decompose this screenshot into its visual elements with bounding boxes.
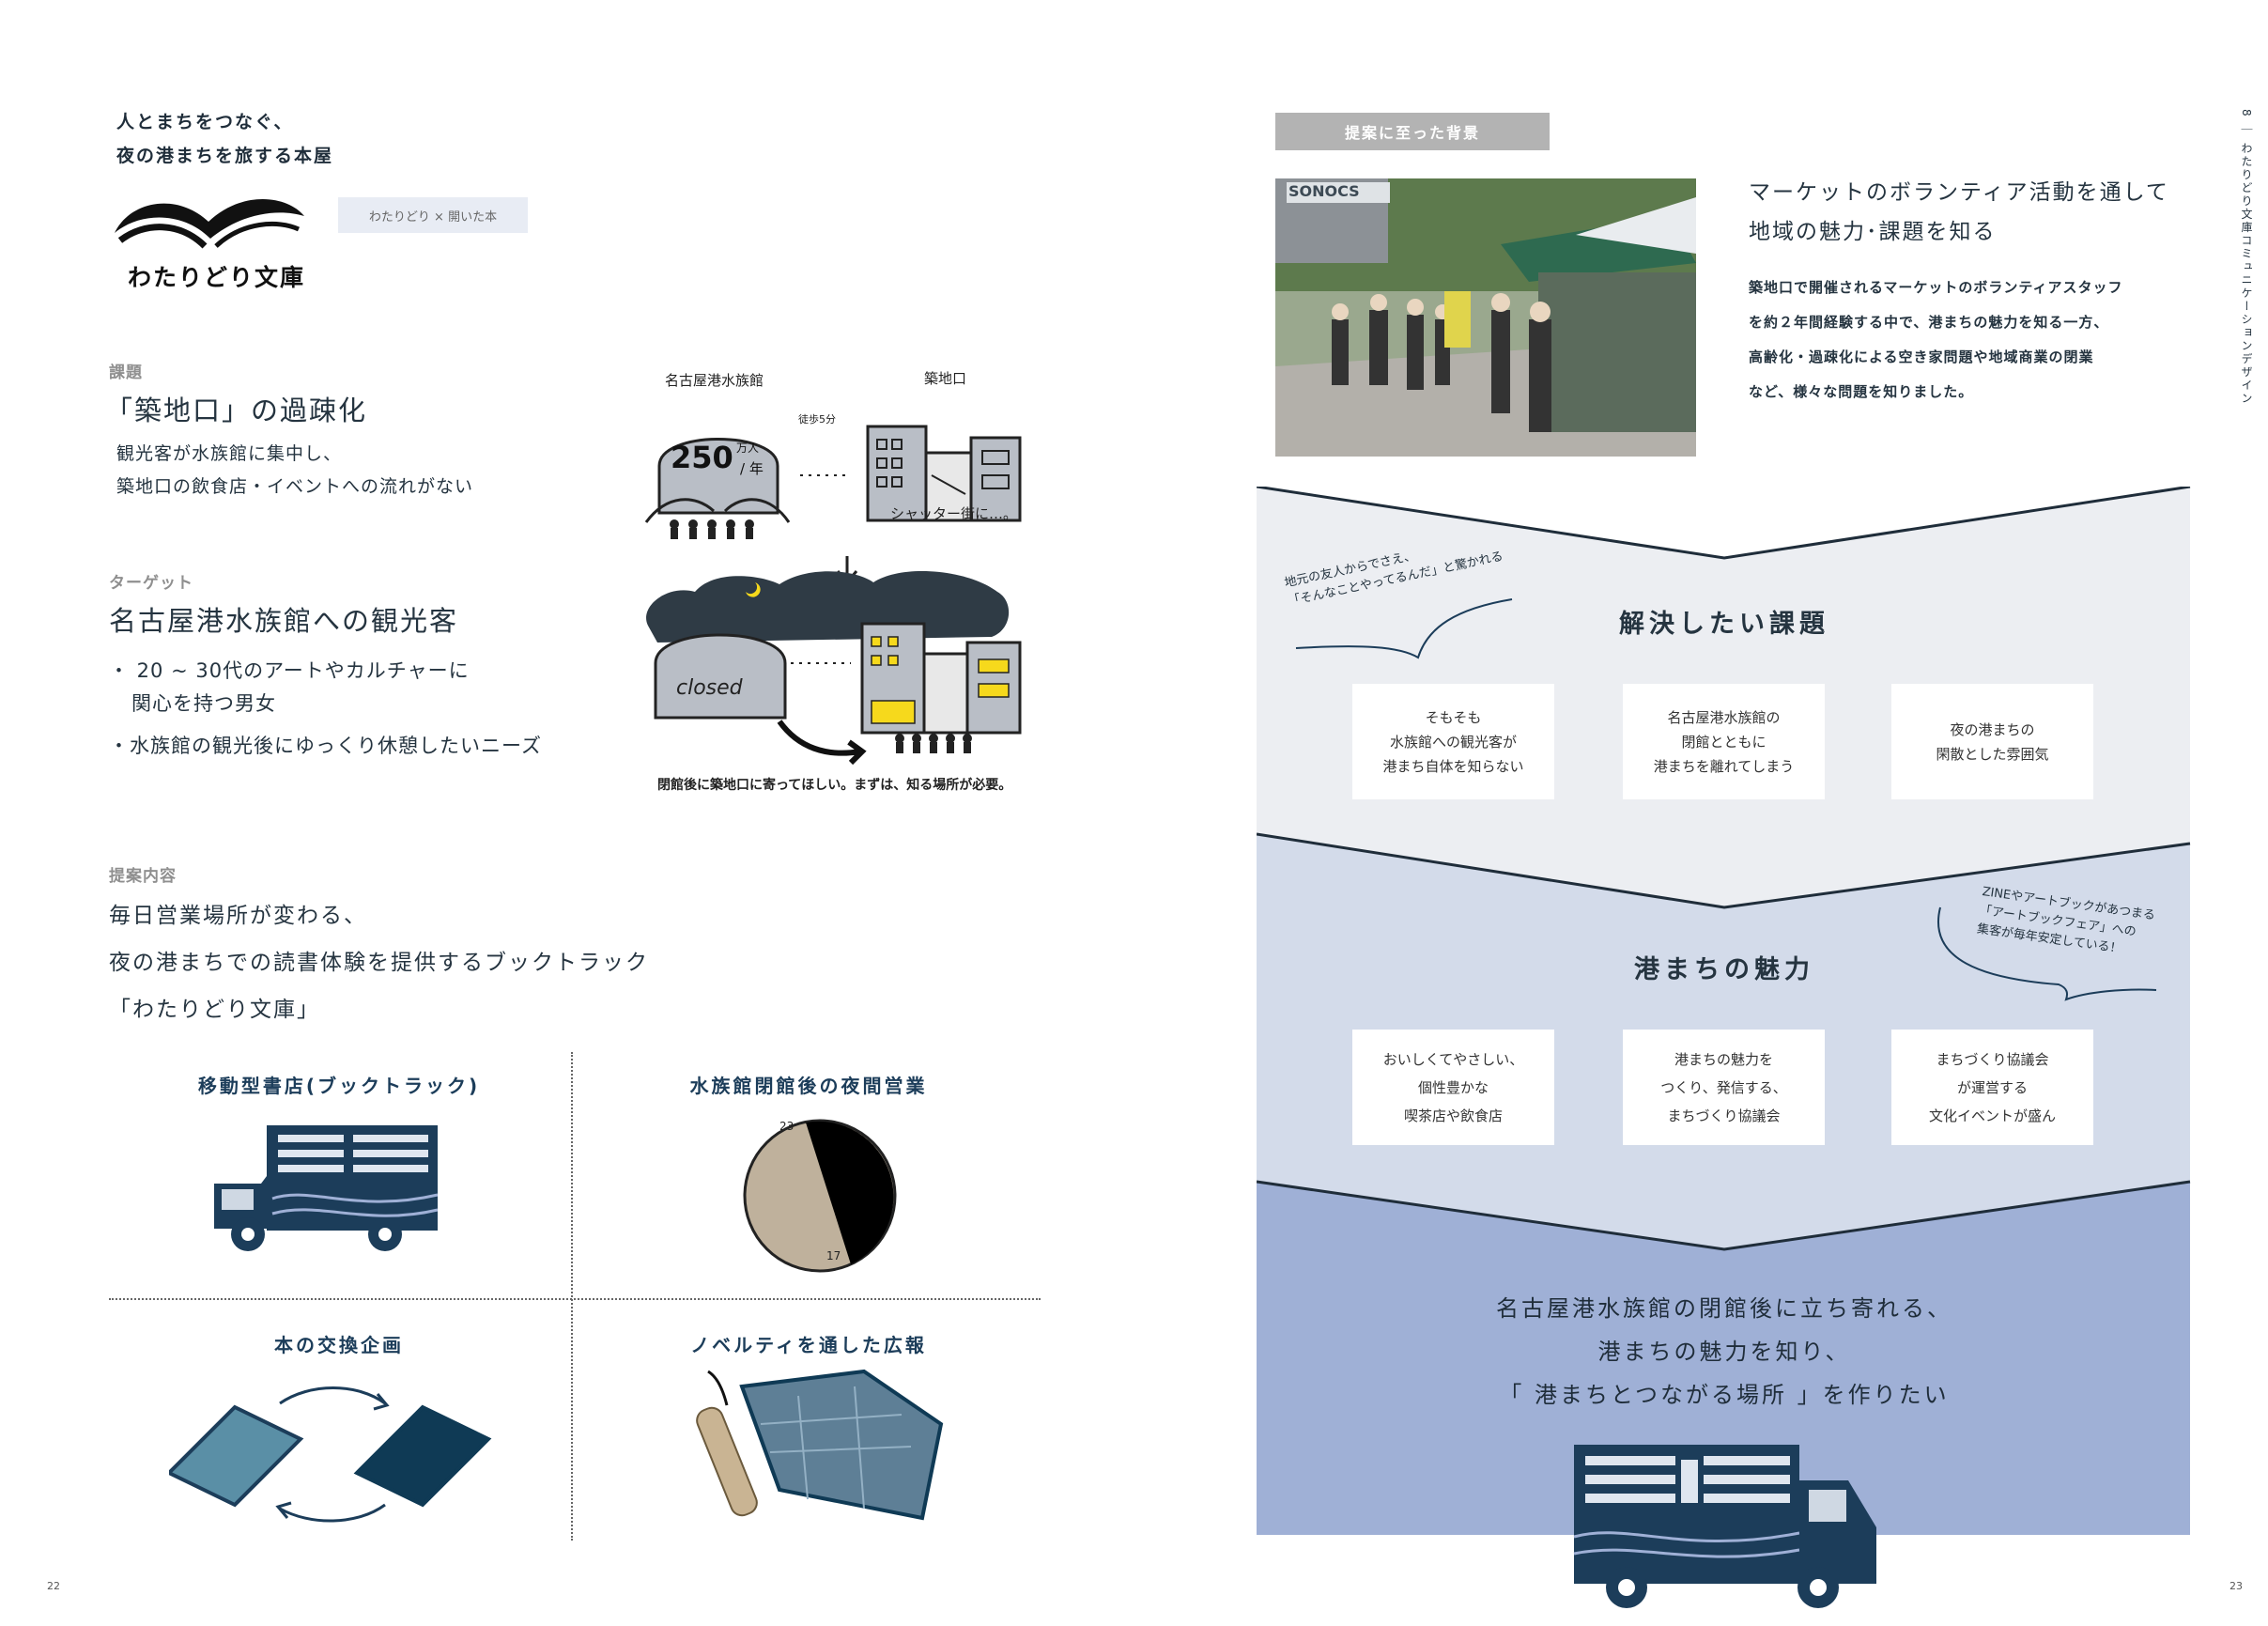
goal-text: 名古屋港水族館の閉館後に立ち寄れる、 港まちの魅力を知り、 「 港まちとつながる… — [1257, 1287, 2192, 1417]
shutter-caption: シャッター街に…。 — [890, 505, 1018, 522]
market-photo: SONOCS — [1275, 178, 1696, 457]
issue-line2: 築地口の飲食店・イベントへの流れがない — [116, 476, 474, 497]
issue-box-2: 名古屋港水族館の 閉館とともに 港まちを離れてしまう — [1623, 684, 1825, 799]
photo-sign: SONOCS — [1288, 182, 1360, 200]
feature-novelty-promotion: ノベルティを通した広報 — [690, 1334, 927, 1356]
charm-box-1-line2: 個性豊かな — [1417, 1078, 1489, 1096]
feature-book-exchange: 本の交換企画 — [274, 1334, 404, 1356]
charm-note-curve-icon — [1937, 906, 2157, 1001]
background-body-line4: など、様々な問題を知りました。 — [1749, 383, 1974, 400]
background-body-line1: 築地口で開催されるマーケットのボランティアスタッフ — [1749, 279, 2123, 296]
grid-divider-horizontal — [109, 1298, 1041, 1300]
goal-line3: 「 港まちとつながる場所 」を作りたい — [1499, 1382, 1950, 1408]
charm-box-1: おいしくてやさしい、 個性豊かな 喫茶店や飲食店 — [1352, 1030, 1554, 1145]
charm-box-3: まちづくり協議会 が運営する 文化イベントが盛ん — [1891, 1030, 2093, 1145]
walk-time: 徒歩5分 — [798, 413, 836, 426]
sketch-drawing — [644, 425, 1022, 766]
issue-box-2-line3: 港まちを離れてしまう — [1653, 757, 1795, 775]
issue-box-1-line2: 水族館への観光客が — [1389, 733, 1517, 751]
background-body-line2: を約２年間経験する中で、港まちの魅力を知る一方、 — [1749, 314, 2109, 331]
issues-note-curve-icon — [1295, 598, 1513, 659]
issue-box-3-line1: 夜の港まちの — [1950, 720, 2035, 738]
sketch-caption: 閉館後に築地口に寄ってほしい。まずは、知る場所が必要。 — [657, 778, 1012, 793]
target-b1-line2: 関心を持つ男女 — [131, 692, 276, 715]
issue-box-1-line3: 港まち自体を知らない — [1382, 757, 1524, 775]
book-exchange-icon — [169, 1386, 492, 1523]
target-bullet-2: ・水族館の観光後にゆっくり休憩したいニーズ — [109, 735, 542, 757]
charm-box-3-line3: 文化イベントが盛ん — [1928, 1107, 2056, 1124]
book-truck-icon — [214, 1125, 439, 1251]
issue-title: 「築地口」の過疎化 — [105, 395, 368, 426]
bird-logo-icon — [115, 199, 304, 249]
background-heading-line2: 地域の魅力･課題を知る — [1749, 220, 1997, 244]
proposal-line2: 夜の港まちでの読書体験を提供するブックトラック — [109, 951, 649, 975]
visitors-number: 250 — [671, 440, 733, 475]
charm-box-2-line2: つくり、発信する、 — [1660, 1078, 1787, 1096]
charm-box-1-line3: 喫茶店や飲食店 — [1403, 1107, 1503, 1124]
issue-box-2-line1: 名古屋港水族館の — [1667, 708, 1781, 726]
issue-body: 観光客が水族館に集中し、 築地口の飲食店・イベントへの流れがない — [116, 438, 473, 503]
collab-tag: わたりどり × 開いた本 — [338, 197, 528, 233]
closed-sign: closed — [676, 676, 743, 700]
charm-box-3-line2: が運営する — [1956, 1078, 2028, 1096]
background-heading-line1: マーケットのボランティア活動を通して — [1749, 180, 2169, 205]
visitors-per-year: / 年 — [740, 460, 764, 477]
background-heading: マーケットのボランティア活動を通して 地域の魅力･課題を知る — [1749, 173, 2169, 252]
issue-box-3-line2: 閑散とした雰囲気 — [1936, 745, 2049, 763]
goal-line1: 名古屋港水族館の閉館後に立ち寄れる、 — [1496, 1295, 1952, 1322]
logo-text: わたりどり文庫 — [128, 264, 306, 291]
goal-line2: 港まちの魅力を知り、 — [1597, 1339, 1851, 1365]
charm-box-3-line1: まちづくり協議会 — [1936, 1050, 2049, 1068]
issue-box-1: そもそも 水族館への観光客が 港まち自体を知らない — [1352, 684, 1554, 799]
feature-night-opening: 水族館閉館後の夜間営業 — [689, 1075, 928, 1097]
charm-box-2-line1: 港まちの魅力を — [1674, 1050, 1773, 1068]
tagline: 人とまちをつなぐ、 夜の港まちを旅する本屋 — [116, 105, 333, 173]
target-bullet-1: ・ 20 ~ 30代のアートやカルチャーに 関心を持つ男女 — [109, 655, 470, 720]
proposal-label: 提案内容 — [109, 867, 177, 886]
novelty-map-icon — [696, 1369, 944, 1521]
side-running-title: 8 ｜ わたりどり文庫コミュニケーションデザイン — [2240, 109, 2253, 406]
tagline-line2: 夜の港まちを旅する本屋 — [116, 146, 334, 166]
issue-line1: 観光客が水族館に集中し、 — [116, 443, 343, 464]
grid-divider-vertical — [571, 1052, 573, 1541]
charm-box-1-line1: おいしくてやさしい、 — [1382, 1050, 1524, 1068]
target-label: ターゲット — [109, 574, 193, 593]
charm-box-2-line3: まちづくり協議会 — [1667, 1107, 1781, 1124]
background-body-line3: 高齢化・過疎化による空き家問題や地域商業の閉業 — [1749, 348, 2094, 365]
visitors-unit: 万人 — [736, 441, 760, 455]
page-number-left: 22 — [47, 1580, 60, 1592]
issue-box-2-line2: 閉館とともに — [1681, 733, 1767, 751]
feature-mobile-bookstore: 移動型書店(ブックトラック) — [197, 1075, 481, 1097]
proposal-line1: 毎日営業場所が変わる、 — [109, 904, 367, 928]
charm-box-2: 港まちの魅力を つくり、発信する、 まちづくり協議会 — [1623, 1030, 1825, 1145]
target-title: 名古屋港水族館への観光客 — [109, 605, 459, 637]
tagline-line1: 人とまちをつなぐ、 — [116, 112, 294, 132]
issue-box-1-line1: そもそも — [1425, 708, 1482, 726]
market-scene-image — [1275, 178, 1696, 457]
issue-label: 課題 — [109, 364, 143, 382]
background-label: 提案に至った背景 — [1275, 113, 1550, 150]
clock-end-hour: 17 — [826, 1249, 841, 1262]
proposal-text: 毎日営業場所が変わる、 夜の港まちでの読書体験を提供するブックトラック 「わたり… — [109, 892, 649, 1033]
background-body: 築地口で開催されるマーケットのボランティアスタッフ を約２年間経験する中で、港ま… — [1749, 271, 2123, 410]
book-truck-large-icon — [1573, 1445, 1876, 1608]
proposal-line3: 「わたりどり文庫」 — [109, 998, 320, 1022]
night-clock-icon — [743, 1119, 897, 1273]
situation-sketch: 名古屋港水族館 築地口 250 万人 / 年 徒歩5分 シャッタ — [639, 357, 1033, 808]
charm-title: 港まちの魅力 — [1634, 955, 1814, 984]
issue-box-3: 夜の港まちの 閑散とした雰囲気 — [1891, 684, 2093, 799]
target-b1-line1: ・ 20 ~ 30代のアートやカルチャーに — [109, 659, 470, 682]
clock-start-hour: 23 — [779, 1120, 795, 1133]
page-number-right: 23 — [2229, 1580, 2243, 1592]
district-label: 築地口 — [924, 370, 967, 387]
issues-title: 解決したい課題 — [1619, 610, 1829, 639]
aquarium-label: 名古屋港水族館 — [665, 372, 764, 389]
